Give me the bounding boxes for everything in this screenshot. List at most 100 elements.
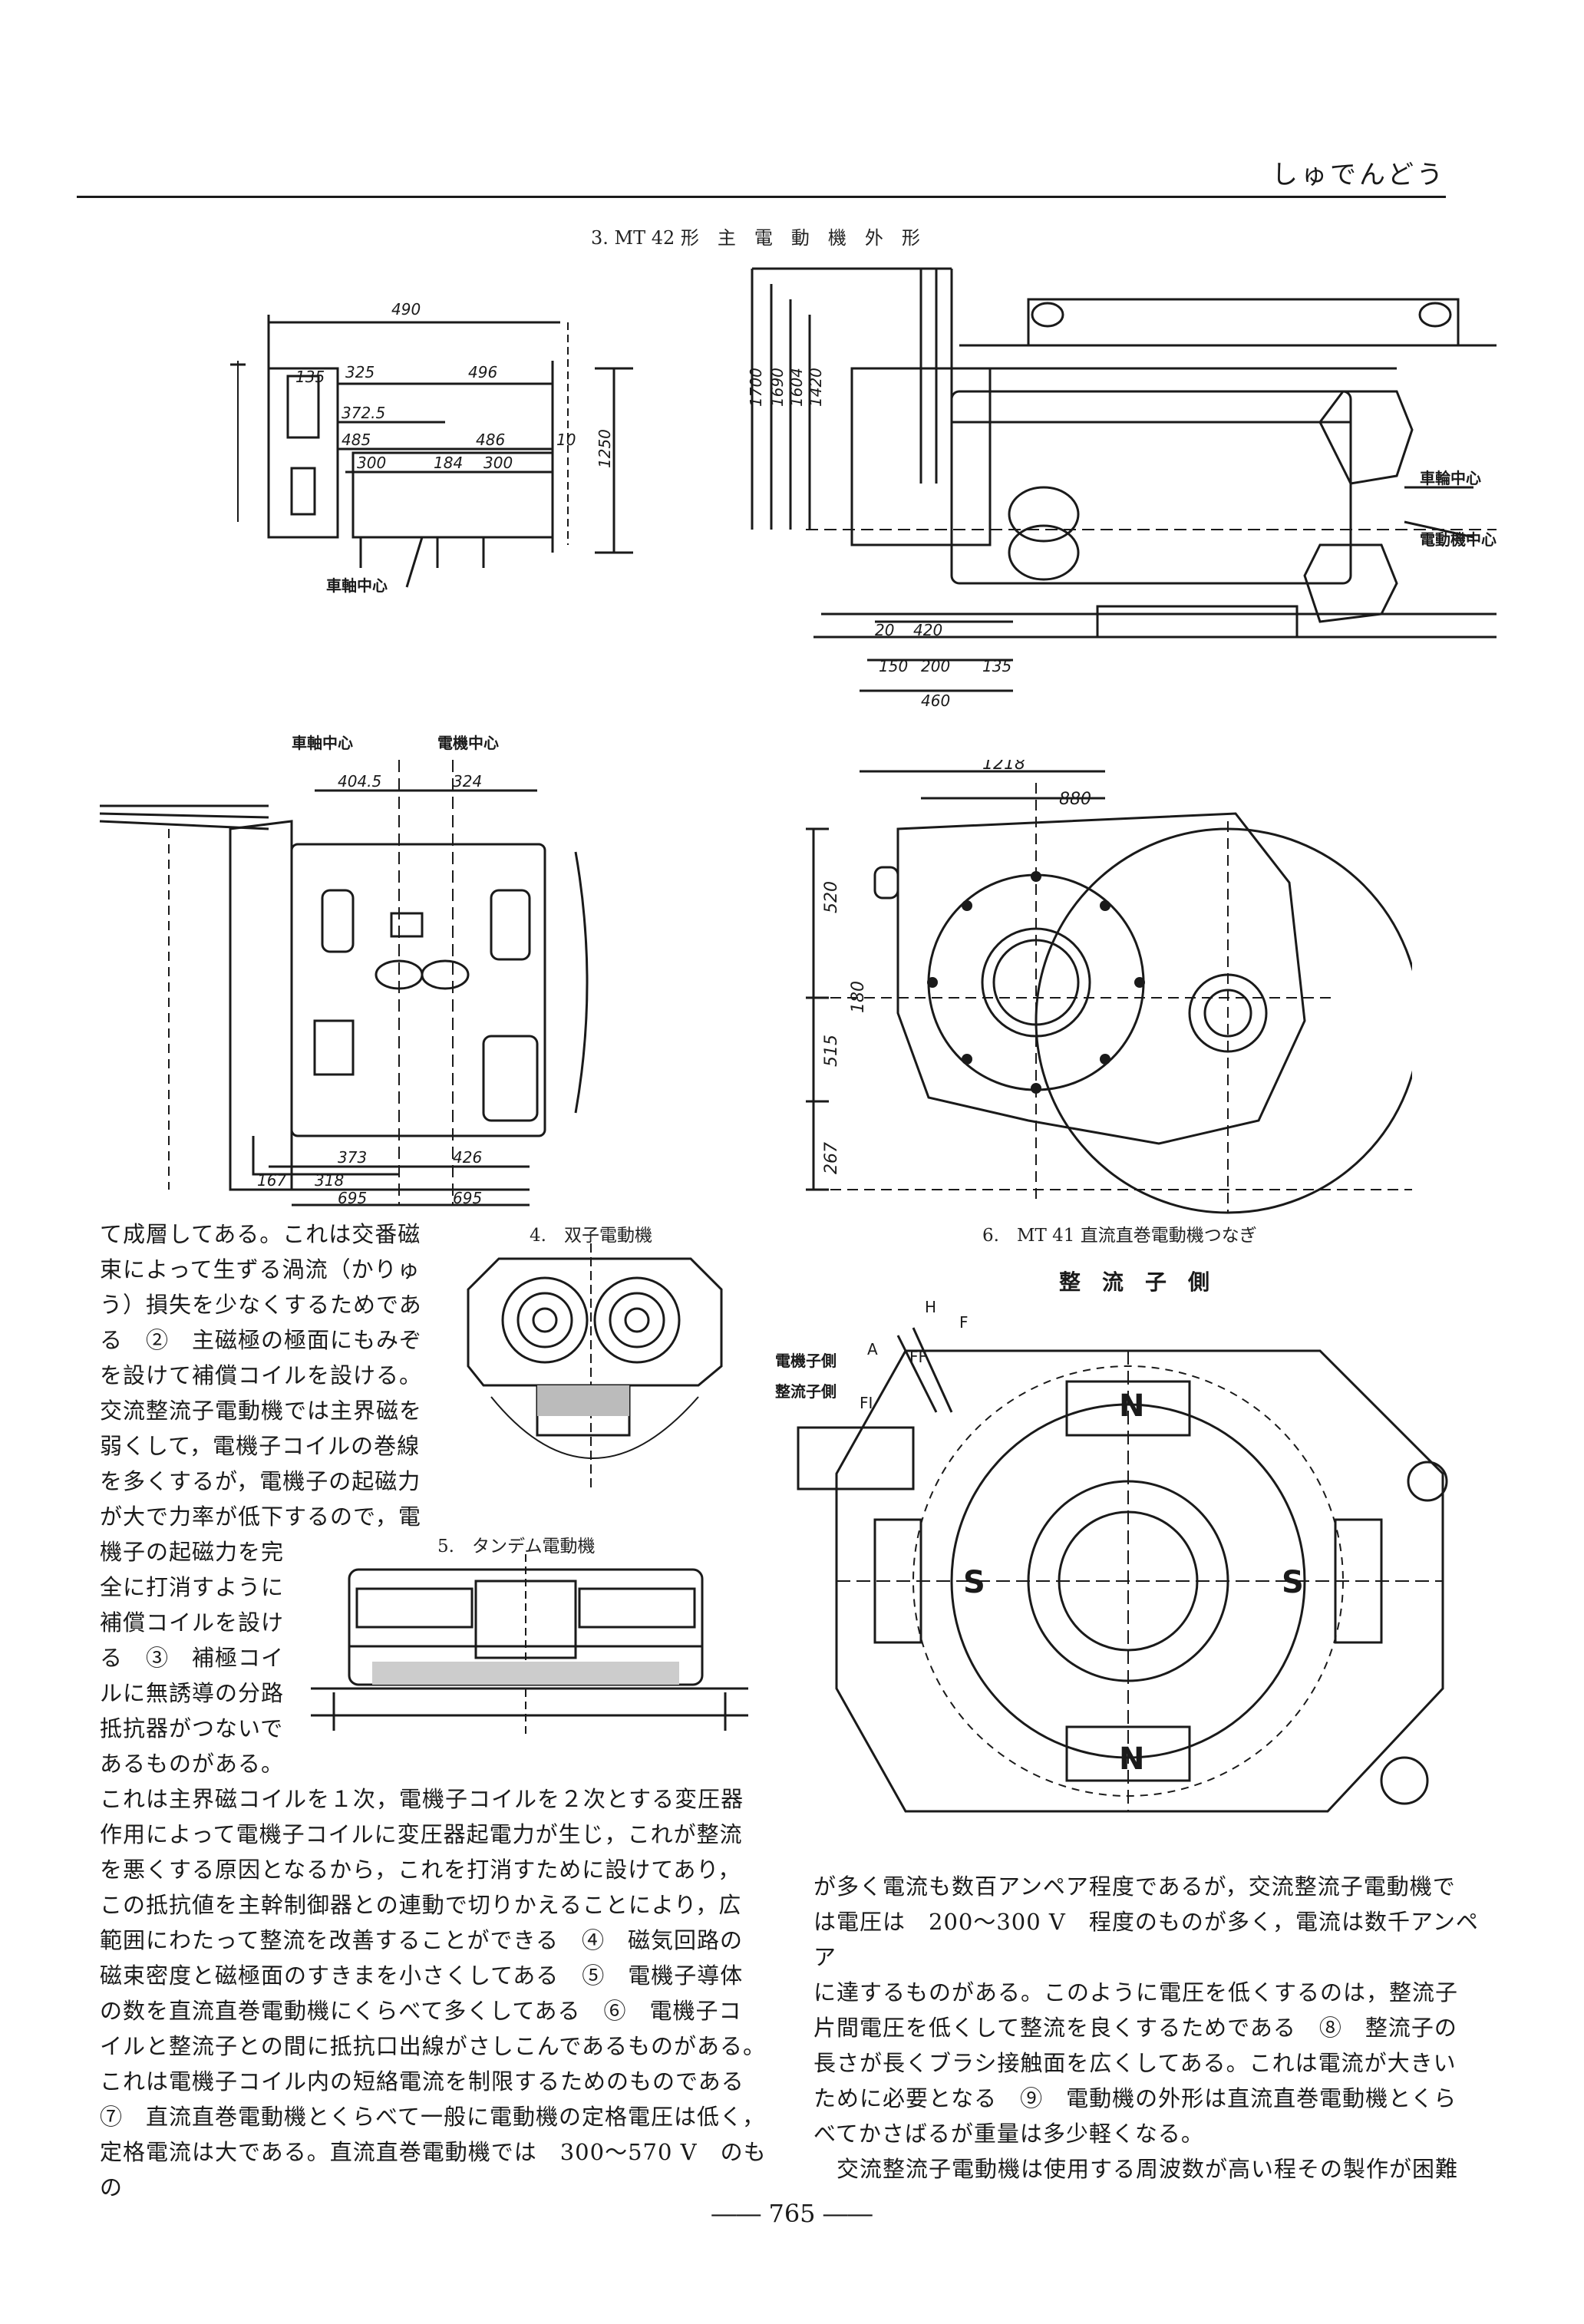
fig3-dim-300b: 300 (483, 454, 513, 472)
fig3-dim-485: 485 (342, 431, 371, 449)
text-line: る ③ 補極コイ (100, 1645, 285, 1671)
fig6-pole-N-bottom: N (1119, 1741, 1144, 1777)
text-line: 片間電圧を低くして整流を良くするためである ⑧ 整流子の (813, 2015, 1457, 2041)
page-number: ―― 765 ―― (711, 2199, 873, 2228)
text-line: これは電機子コイル内の短絡電流を制限するためのものである (100, 2068, 744, 2095)
text-line: ルに無誘導の分路 (100, 1680, 285, 1706)
fig3-dim-420: 420 (913, 621, 942, 639)
fig3b-dim-318: 318 (315, 1171, 344, 1190)
fig3-caption: 3. MT 42 形 主 電 動 機 外 形 (591, 227, 920, 249)
fig6-label-commutator-side: 整流子側 (775, 1382, 837, 1401)
fig3-dim-184: 184 (434, 454, 463, 472)
fig3-dim-1604: 1604 (787, 368, 806, 407)
fig3-side-view-drawing: 1700 1690 1604 1420 420 200 150 460 20 1… (747, 267, 1497, 710)
text-line: 抵抗器がつないで (100, 1715, 284, 1741)
text-line: の数を直流直巻電動機にくらべて多くしてある ⑥ 電機子コ (100, 1998, 742, 2024)
text-line: あるものがある。 (100, 1751, 285, 1777)
fig6-pole-S-right: S (1282, 1565, 1304, 1600)
fig3-label-wheel-center: 車輪中心 (1420, 469, 1481, 487)
fig3b-dim-4045: 404.5 (338, 772, 381, 791)
text-line: を悪くする原因となるから，これを打消すために設けてあり， (100, 1857, 741, 1883)
fig6-motor-connection-diagram: 整 流 子 側 電機子側 整流子側 H F A FF FI N S S N (775, 1269, 1448, 1813)
fig3b-dim-167: 167 (257, 1171, 286, 1190)
fig3-dim-300a: 300 (357, 454, 386, 472)
text-line: 交流整流子電動機では主界磁を (100, 1398, 423, 1424)
fig3b-dim-695b: 695 (453, 1189, 482, 1207)
fig3b-label-axle-center: 車軸中心 (292, 734, 353, 752)
fig5-caption: 5. タンデム電動機 (437, 1537, 596, 1556)
fig6-terminal-F: F (959, 1313, 969, 1332)
text-line: 範囲にわたって整流を改善することができる ④ 磁気回路の (100, 1927, 743, 1953)
fig6-title: 整 流 子 側 (1059, 1269, 1209, 1295)
text-line: う）損失を少なくするためであ (100, 1292, 422, 1318)
text-line: 機子の起磁力を完 (100, 1539, 285, 1565)
text-left-narrow: て成層してある。これは交番磁 束によって生ずる渦流（かりゅ う）損失を少なくする… (100, 1216, 422, 1534)
text-line: 補償コイルを設け (100, 1609, 285, 1636)
fig3-dim-10: 10 (556, 431, 576, 449)
fig3b-dim-695a: 695 (338, 1189, 367, 1207)
fig3-label-motor-center: 電動機中心 (1420, 530, 1497, 549)
fig6-pole-N-top: N (1119, 1388, 1144, 1424)
text-line: 定格電流は大である。直流直巻電動機では 300～570 V のもの (100, 2139, 767, 2200)
fig3-dim-325: 325 (345, 363, 375, 381)
fig3-dim-1250: 1250 (596, 429, 614, 468)
fig6-pole-S-left: S (963, 1565, 985, 1600)
text-line: この抵抗値を主幹制御器との連動で切りかえることにより，広 (100, 1892, 742, 1918)
text-line: ⑦ 直流直巻電動機とくらべて一般に電動機の定格電圧は低く， (100, 2104, 766, 2130)
fig3c-dim-180: 180 (849, 981, 868, 1013)
text-line: べてかさばるが重量は多少軽くなる。 (813, 2121, 1204, 2147)
text-line: 弱くして，電機子コイルの巻線 (100, 1433, 421, 1459)
fig5-tandem-motor-drawing (311, 1554, 748, 1738)
fig3-dim-150: 150 (879, 657, 908, 675)
fig3-dim-490: 490 (391, 300, 421, 319)
header-rule (77, 196, 1446, 198)
text-line: イルと整流子との間に抵抗口出線がさしこんであるものがある。 (100, 2033, 766, 2059)
fig3c-dim-1218: 1218 (982, 760, 1025, 774)
fig3c-dim-520: 520 (822, 881, 841, 913)
text-line: が多く電流も数百アンペア程度であるが，交流整流子電動機で (813, 1873, 1456, 1900)
text-line: を設けて補償コイルを設ける。 (100, 1362, 423, 1388)
fig6-terminal-FI: FI (860, 1394, 873, 1412)
text-line: に達するものがある。このように電圧を低くするのは，整流子 (813, 1979, 1459, 2005)
text-right-column: が多く電流も数百アンペア程度であるが，交流整流子電動機で は電圧は 200～30… (813, 1869, 1489, 2187)
text-left-narrower: 機子の起磁力を完 全に打消すように 補償コイルを設け る ③ 補極コイ ルに無誘… (100, 1534, 307, 1781)
running-head: しゅでんどう (1272, 160, 1446, 190)
text-line: 束によって生ずる渦流（かりゅ (100, 1256, 421, 1282)
fig3-dim-486: 486 (476, 431, 505, 449)
fig3b-dim-426: 426 (453, 1148, 482, 1167)
fig3c-dim-515: 515 (822, 1035, 841, 1067)
fig4-twin-motor-drawing (467, 1243, 723, 1489)
fig6-terminal-FF: FF (909, 1348, 927, 1366)
text-line: ために必要となる ⑨ 電動機の外形は直流直巻電動機とくら (813, 2085, 1457, 2111)
fig3-dim-20: 20 (875, 621, 894, 639)
fig3-label-axle: 車軸中心 (326, 576, 388, 595)
fig3-dim-496: 496 (468, 363, 497, 381)
text-left-full: これは主界磁コイルを１次，電機子コイルを２次とする変圧器 作用によって電機子コイ… (100, 1781, 775, 2205)
fig3c-dim-267: 267 (822, 1142, 841, 1174)
fig3-dim-1690: 1690 (768, 368, 787, 407)
fig3b-label-motor-center: 電機中心 (437, 734, 499, 752)
text-line: 磁束密度と磁極面のすきまを小さくしてある ⑤ 電機子導体 (100, 1963, 744, 1989)
text-line: 長さが長くブラシ接触面を広くしてある。これは電流が大きい (813, 2050, 1457, 2076)
text-line: 交流整流子電動機は使用する周波数が高い程その製作が困難 (813, 2156, 1459, 2182)
text-line: 全に打消すように (100, 1574, 285, 1600)
text-line: る ② 主磁極の極面にもみぞ (100, 1327, 423, 1353)
fig4-caption: 4. 双子電動機 (530, 1226, 652, 1246)
fig6-label-armature-side: 電機子側 (775, 1352, 837, 1370)
fig3-front-view-drawing: 車軸中心 電機中心 404.5 324 373 426 167 318 695 … (99, 734, 589, 1207)
fig3-dim-135b: 135 (982, 657, 1011, 675)
fig3-dim-3725: 372.5 (342, 404, 385, 422)
fig3-dim-1700: 1700 (747, 368, 765, 407)
fig6-terminal-H: H (925, 1298, 936, 1316)
text-line: は電圧は 200～300 V 程度のものが多く，電流は数千アンペア (813, 1909, 1479, 1970)
fig6-terminal-A: A (867, 1340, 878, 1358)
fig3-dim-200: 200 (921, 657, 950, 675)
fig3-dim-1420: 1420 (807, 368, 825, 407)
fig3-dim-460: 460 (921, 692, 950, 710)
fig3-gear-side-drawing: 1218 880 520 515 267 180 (806, 760, 1412, 1214)
text-line: を多くするが，電機子の起磁力 (100, 1468, 421, 1494)
fig3-dim-135: 135 (295, 368, 325, 386)
text-line: て成層してある。これは交番磁 (100, 1221, 421, 1247)
fig6-caption: 6. MT 41 直流直巻電動機つなぎ (982, 1226, 1257, 1246)
fig3c-dim-880: 880 (1059, 790, 1091, 809)
